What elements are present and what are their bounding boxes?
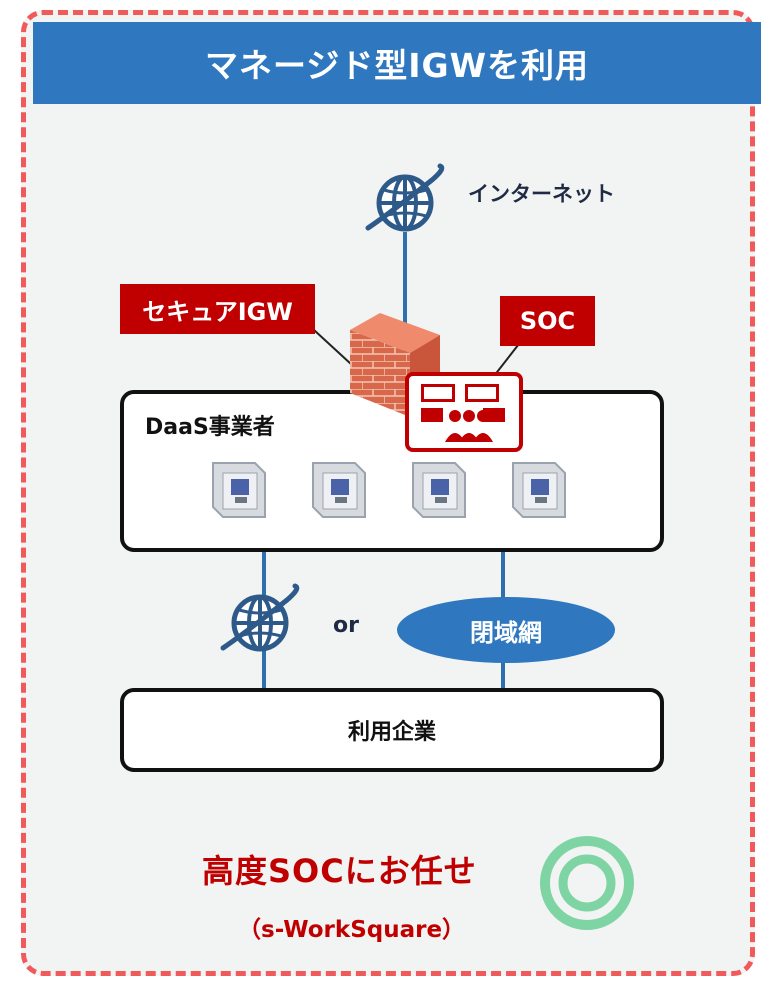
access-internet-globe-icon (220, 583, 300, 652)
or-label: or (333, 613, 359, 638)
secure-igw-tag: セキュアIGW (120, 284, 315, 334)
closed-network-ellipse: 閉域網 (397, 597, 615, 663)
virtual-desktop-icon (412, 462, 466, 518)
soc-callout-line (493, 339, 523, 377)
virtual-desktop-icon (512, 462, 566, 518)
soc-monitoring-icon (405, 372, 523, 452)
virtual-desktop-icon (212, 462, 266, 518)
double-circle-icon (540, 836, 634, 930)
internet-globe-icon (365, 163, 445, 232)
internet-link (403, 232, 407, 392)
enterprise-label: 利用企業 (347, 720, 436, 745)
virtual-desktop-icon (312, 462, 366, 518)
summary-headline: 高度SOCにお任せ (202, 852, 477, 890)
diagram-title: マネージド型IGWを利用 (33, 22, 761, 104)
summary-subline: （s-WorkSquare） (238, 917, 466, 943)
internet-label: インターネット (468, 182, 615, 206)
daas-provider-label: DaaS事業者 (145, 415, 275, 440)
soc-tag: SOC (500, 296, 595, 346)
enterprise-box: 利用企業 (120, 688, 664, 772)
